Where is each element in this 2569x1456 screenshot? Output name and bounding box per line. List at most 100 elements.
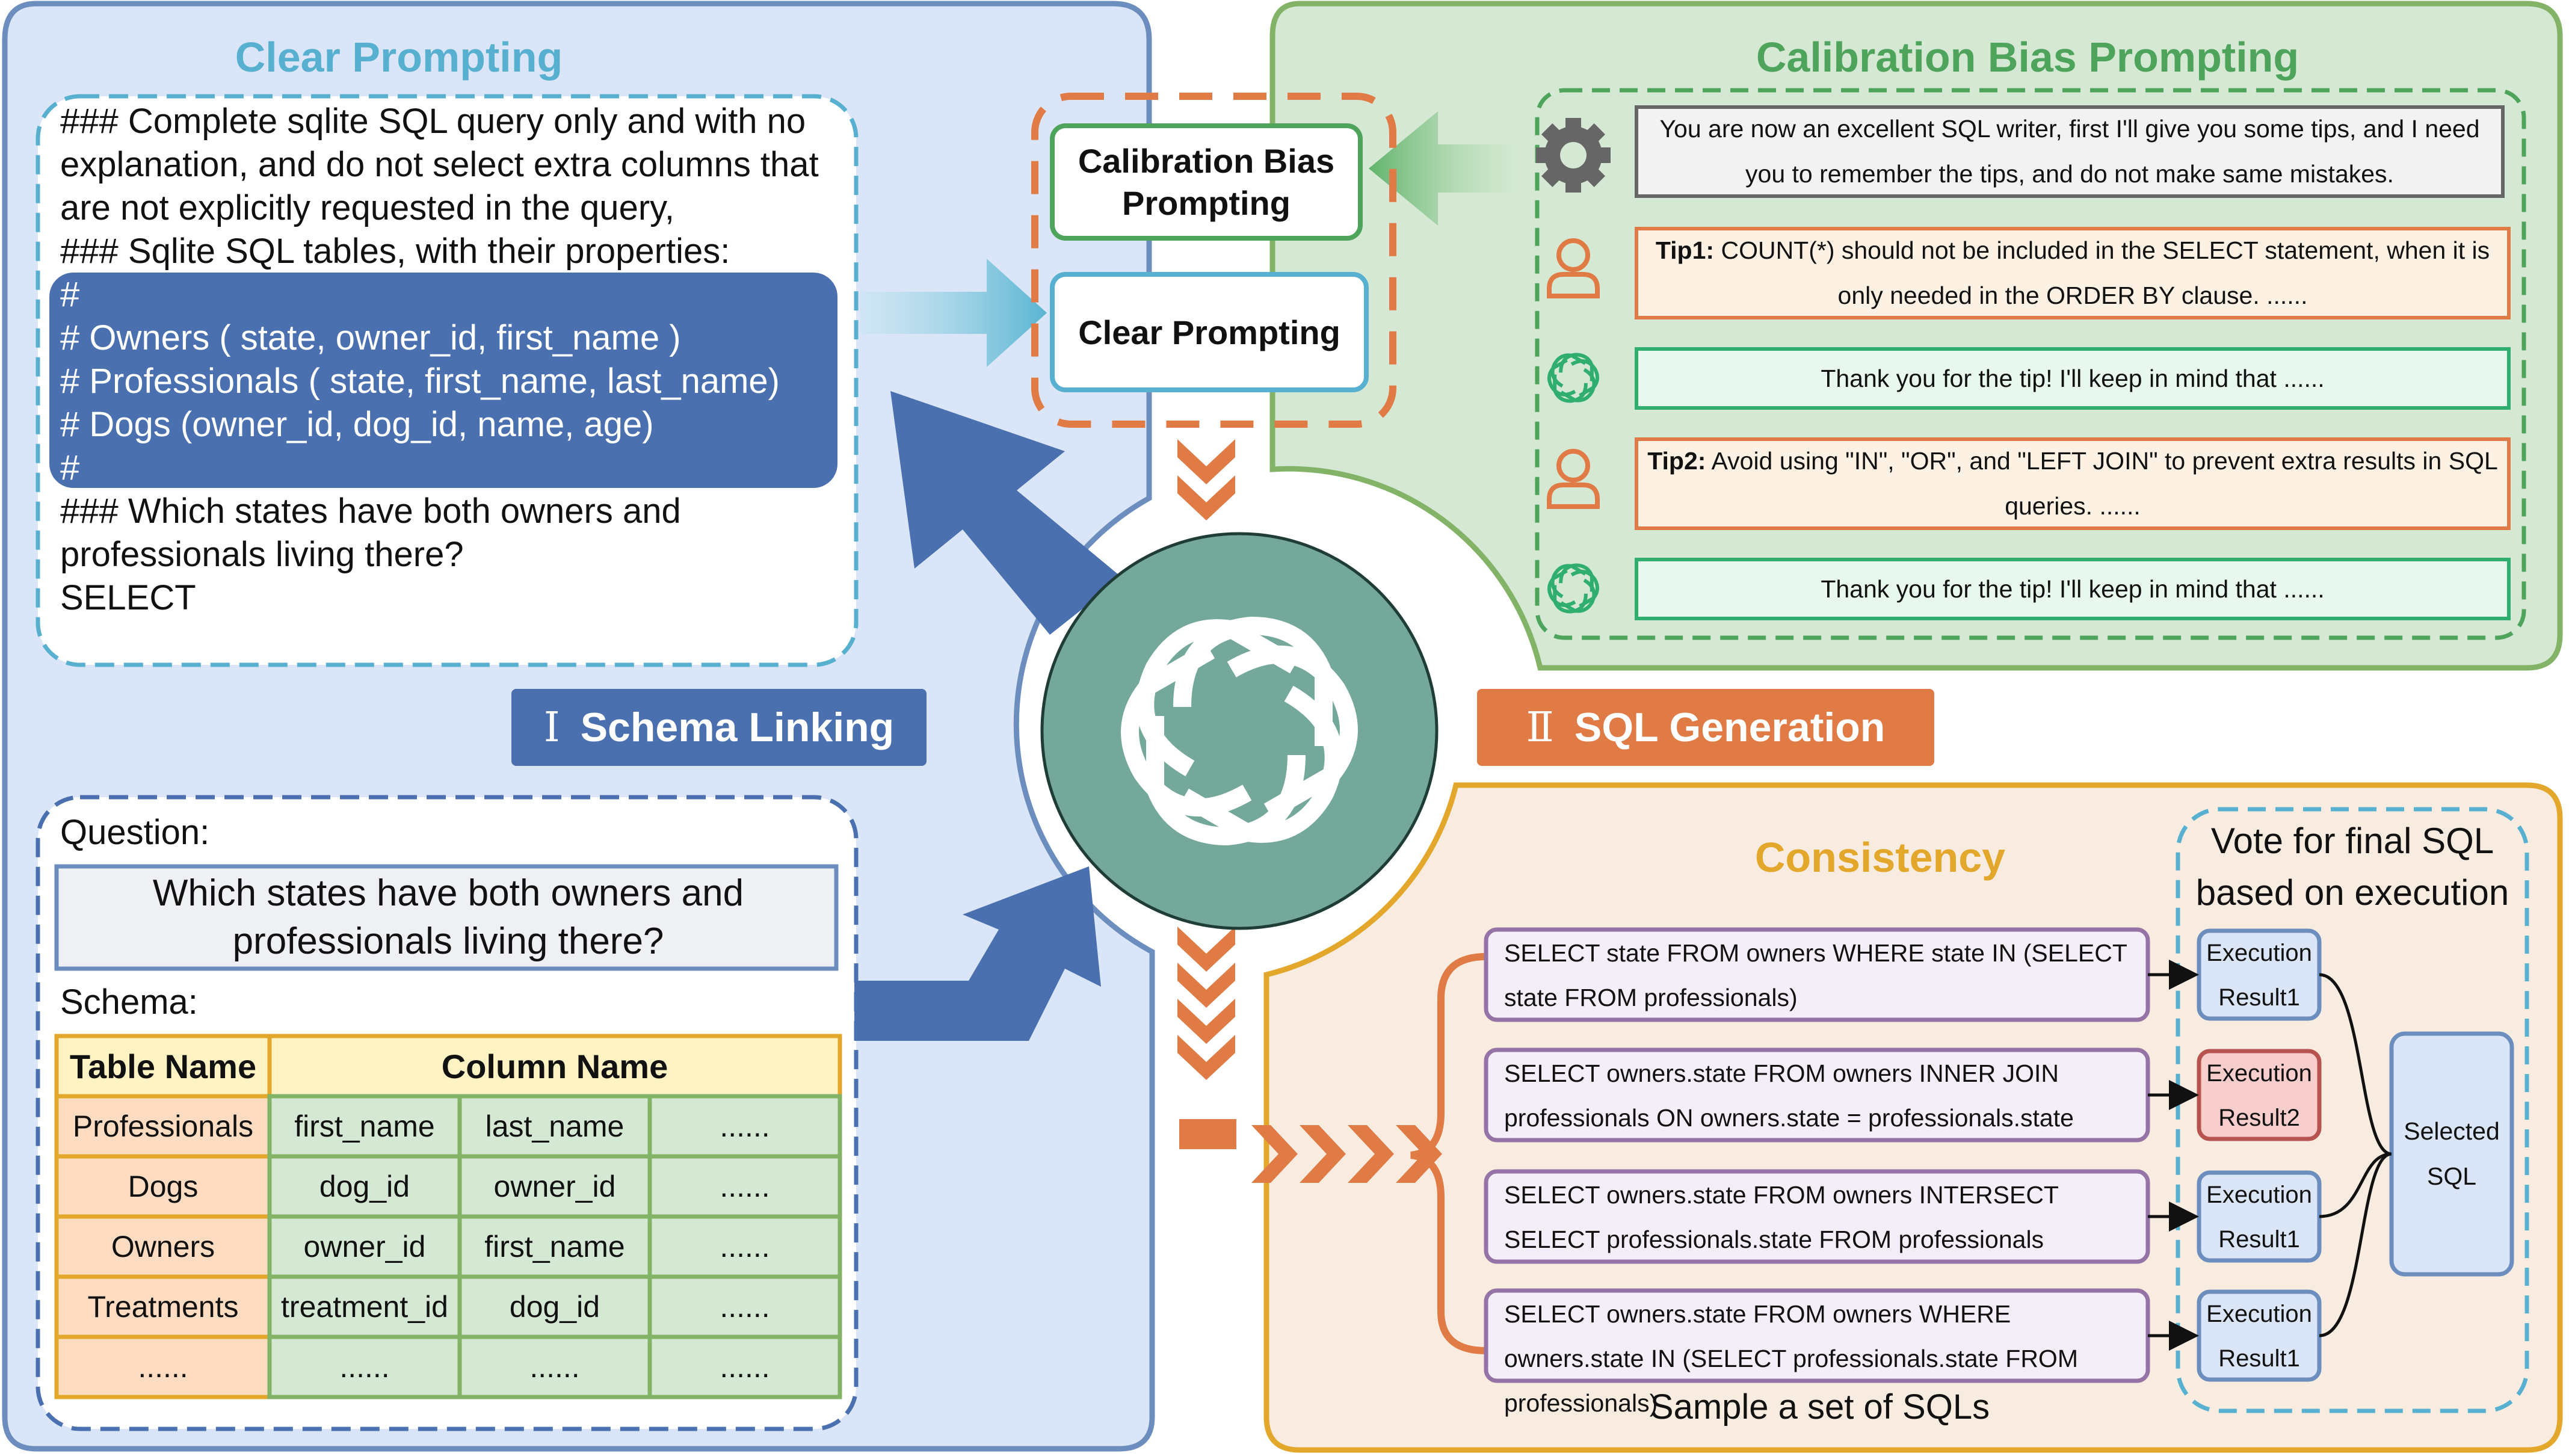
prompt-line: ### Sqlite SQL tables, with their proper… bbox=[60, 232, 730, 271]
prompt-line: explanation, and do not select extra col… bbox=[60, 145, 819, 184]
table-column-cell bbox=[457, 1334, 652, 1399]
flow-chevron bbox=[1177, 439, 1235, 484]
execution-result-box bbox=[2197, 1049, 2322, 1141]
table-cell-text: Treatments bbox=[87, 1290, 239, 1324]
sql-candidate-text: SELECT owners.state FROM owners INTERSEC… bbox=[1504, 1181, 2059, 1253]
tip1-box bbox=[1635, 227, 2511, 319]
calibration-box bbox=[1535, 88, 2526, 640]
cp-box[interactable]: Clear Prompting bbox=[1050, 272, 1369, 392]
reply1-text: Thank you for the tip! I'll keep in mind… bbox=[1821, 364, 2325, 392]
execution-label: Execution bbox=[2206, 1301, 2312, 1327]
question-box bbox=[54, 864, 839, 971]
schema-table bbox=[54, 1034, 842, 1399]
vote-connector bbox=[2319, 973, 2392, 1156]
sql-candidate-text: SELECT owners.state FROM owners WHERE ow… bbox=[1504, 1300, 2078, 1417]
openai-icon bbox=[1547, 563, 1599, 614]
teal-arrow bbox=[860, 259, 1047, 367]
schema-line: # Professionals ( state, first_name, las… bbox=[60, 362, 780, 401]
reply1-box bbox=[1635, 347, 2511, 410]
flow-chevron bbox=[1300, 1125, 1346, 1183]
table-column-cell bbox=[647, 1274, 842, 1339]
curly-brace bbox=[1410, 953, 1487, 1354]
roman-numeral: Ⅱ bbox=[1526, 703, 1554, 751]
system-msg-text: You are now an excellent SQL writer, fir… bbox=[1659, 115, 2480, 188]
schema-label: Schema: bbox=[60, 982, 198, 1022]
tip1-label: Tip1: bbox=[1655, 236, 1715, 264]
sample-label: Sample a set of SQLs bbox=[1650, 1387, 1990, 1427]
table-cell-text: ...... bbox=[138, 1350, 188, 1384]
table-cell-text: Dogs bbox=[128, 1170, 199, 1203]
table-cell-text: ...... bbox=[720, 1230, 770, 1263]
green-arrow bbox=[1369, 111, 1516, 226]
table-column-cell bbox=[647, 1334, 842, 1399]
vote-connector bbox=[2319, 1152, 2392, 1218]
flow-chevron bbox=[1396, 1125, 1442, 1183]
question-text: Which states have both owners and profes… bbox=[152, 872, 744, 962]
table-cell-text: dog_id bbox=[509, 1290, 600, 1324]
tip1-text: Tip1: COUNT(*) should not be included in… bbox=[1642, 229, 2503, 318]
cbp-box[interactable]: Calibration Bias Prompting bbox=[1050, 123, 1363, 241]
vote-connector bbox=[2319, 1152, 2392, 1337]
consistency-title: Consistency bbox=[1754, 834, 2006, 881]
user-icon bbox=[1547, 449, 1600, 509]
table-cell-text: ...... bbox=[529, 1350, 580, 1384]
result-label: Result2 bbox=[2218, 1105, 2300, 1131]
table-header-text: Column Name bbox=[441, 1047, 668, 1085]
table-column-cell bbox=[457, 1154, 652, 1219]
roman-numeral: Ⅰ bbox=[543, 703, 560, 751]
tip2-label: Tip2: bbox=[1647, 447, 1706, 475]
table-name-cell bbox=[54, 1214, 272, 1279]
calibration-title: Calibration Bias Prompting bbox=[1756, 34, 2299, 81]
table-cell-text: Owners bbox=[111, 1230, 215, 1263]
cp-box-label: Clear Prompting bbox=[1078, 313, 1340, 351]
sql-generation-label: Ⅱ SQL Generation bbox=[1477, 689, 1934, 766]
schema-line: # Dogs (owner_id, dog_id, name, age) bbox=[60, 405, 654, 444]
table-cell-text: ...... bbox=[720, 1350, 770, 1384]
table-cell-text: ...... bbox=[720, 1109, 770, 1143]
table-cell-text: Professionals bbox=[72, 1109, 254, 1143]
result-label: Result1 bbox=[2218, 1345, 2300, 1372]
table-name-cell bbox=[54, 1154, 272, 1219]
table-column-cell bbox=[647, 1214, 842, 1279]
table-cell-text: owner_id bbox=[303, 1230, 426, 1263]
execution-label: Execution bbox=[2206, 1060, 2312, 1087]
table-cell-text: last_name bbox=[485, 1109, 625, 1143]
gear-icon bbox=[1536, 118, 1611, 193]
table-column-cell bbox=[457, 1094, 652, 1159]
openai-logo-icon bbox=[1121, 617, 1358, 845]
flow-chevron bbox=[1251, 1125, 1298, 1183]
blue-arrow-up bbox=[890, 391, 1122, 635]
tip2-body: Avoid using "IN", "OR", and "LEFT JOIN" … bbox=[1706, 447, 2498, 520]
schema-line: # bbox=[60, 275, 80, 314]
table-cell-text: owner_id bbox=[493, 1170, 616, 1203]
schema-line: # bbox=[60, 448, 80, 487]
schema-linking-label: Ⅰ Schema Linking bbox=[511, 689, 927, 766]
logo-circle bbox=[1040, 532, 1439, 930]
user-icon bbox=[1547, 238, 1600, 298]
sql-generation-pill bbox=[1477, 689, 1934, 766]
flow-chevron bbox=[1177, 999, 1235, 1044]
flow-connector bbox=[1179, 1119, 1236, 1149]
table-cell-text: ...... bbox=[720, 1290, 770, 1324]
cbp-box-label: Calibration Bias Prompting bbox=[1078, 141, 1335, 222]
sql-generation-text: SQL Generation bbox=[1574, 705, 1886, 750]
table-name-cell bbox=[54, 1274, 272, 1339]
sql-candidate-text: SELECT state FROM owners WHERE state IN … bbox=[1504, 939, 2127, 1011]
tip2-text: Tip2: Avoid using "IN", "OR", and "LEFT … bbox=[1642, 439, 2503, 528]
result-label: Result1 bbox=[2218, 1226, 2300, 1253]
selected-sql-label: Selected SQL bbox=[2404, 1117, 2500, 1190]
table-cell-text: first_name bbox=[484, 1230, 625, 1263]
blue-arrow-down bbox=[854, 866, 1101, 1041]
question-line: SELECT bbox=[60, 578, 196, 617]
flow-chevron bbox=[1348, 1125, 1394, 1183]
tip2-box bbox=[1635, 437, 2511, 530]
clear-prompting-title: Clear Prompting bbox=[235, 34, 563, 81]
reply2-text: Thank you for the tip! I'll keep in mind… bbox=[1821, 575, 2325, 603]
result-label: Result1 bbox=[2218, 984, 2300, 1011]
question-line: professionals living there? bbox=[60, 535, 464, 574]
flow-chevron bbox=[1177, 475, 1235, 520]
flow-chevron bbox=[1177, 927, 1235, 972]
